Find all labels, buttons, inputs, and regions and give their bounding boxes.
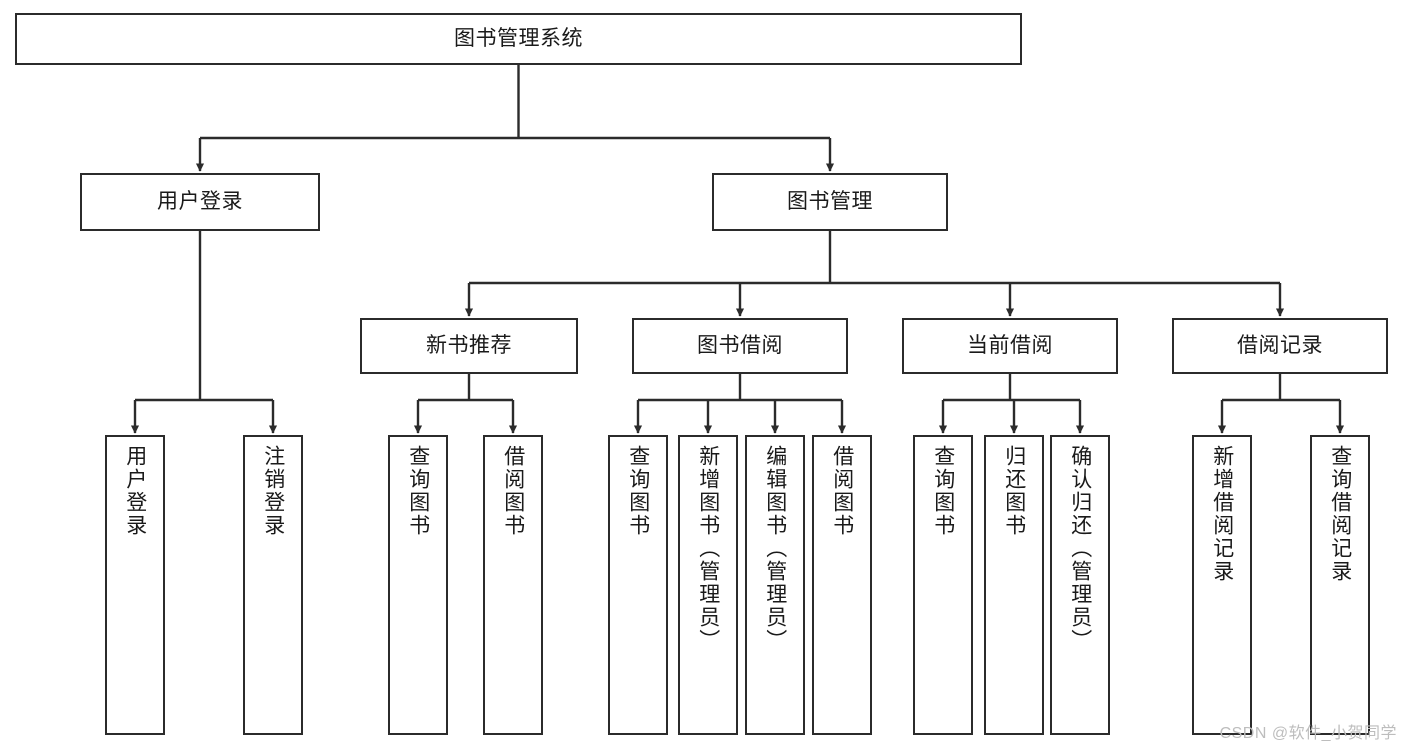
node-label-leaf-add-borrow-record: 新增借阅记录 [1210, 445, 1234, 583]
node-leaf-query-book-2[interactable]: 查询图书 [608, 435, 668, 735]
node-book-manage[interactable]: 图书管理 [712, 173, 948, 231]
node-label-leaf-logout: 注销登录 [261, 445, 285, 537]
node-label-leaf-query-borrow-record: 查询借阅记录 [1328, 445, 1352, 583]
node-label-root: 图书管理系统 [454, 26, 583, 50]
node-leaf-query-book-3[interactable]: 查询图书 [913, 435, 973, 735]
node-book-borrow[interactable]: 图书借阅 [632, 318, 848, 374]
node-leaf-query-borrow-record[interactable]: 查询借阅记录 [1310, 435, 1370, 735]
node-label-book-borrow: 图书借阅 [697, 333, 783, 357]
edge-group [130, 65, 1345, 434]
node-label-leaf-query-book-2: 查询图书 [626, 445, 650, 537]
node-leaf-add-borrow-record[interactable]: 新增借阅记录 [1192, 435, 1252, 735]
node-label-leaf-query-book-3: 查询图书 [931, 445, 955, 537]
node-new-book-recommend[interactable]: 新书推荐 [360, 318, 578, 374]
node-label-borrow-record: 借阅记录 [1237, 333, 1323, 357]
node-label-leaf-add-book: 新增图书（管理员） [696, 445, 720, 652]
node-borrow-record[interactable]: 借阅记录 [1172, 318, 1388, 374]
node-label-leaf-return-book: 归还图书 [1002, 445, 1026, 537]
node-current-borrow[interactable]: 当前借阅 [902, 318, 1118, 374]
node-label-current-borrow: 当前借阅 [967, 333, 1053, 357]
watermark: CSDN @软件_小贺同学 [1219, 725, 1397, 742]
node-leaf-user-login[interactable]: 用户登录 [105, 435, 165, 735]
node-root[interactable]: 图书管理系统 [15, 13, 1022, 65]
node-leaf-query-book-1[interactable]: 查询图书 [388, 435, 448, 735]
node-label-leaf-borrow-book-2: 借阅图书 [830, 445, 854, 537]
node-label-leaf-confirm-return: 确认归还（管理员） [1068, 445, 1092, 652]
node-leaf-return-book[interactable]: 归还图书 [984, 435, 1044, 735]
node-label-leaf-user-login: 用户登录 [123, 445, 147, 537]
node-label-user-login: 用户登录 [157, 189, 243, 213]
node-label-book-manage: 图书管理 [787, 189, 873, 213]
node-leaf-borrow-book-2[interactable]: 借阅图书 [812, 435, 872, 735]
node-leaf-edit-book[interactable]: 编辑图书（管理员） [745, 435, 805, 735]
node-label-leaf-edit-book: 编辑图书（管理员） [763, 445, 787, 652]
node-leaf-confirm-return[interactable]: 确认归还（管理员） [1050, 435, 1110, 735]
node-leaf-add-book[interactable]: 新增图书（管理员） [678, 435, 738, 735]
node-label-leaf-query-book-1: 查询图书 [406, 445, 430, 537]
node-leaf-borrow-book-1[interactable]: 借阅图书 [483, 435, 543, 735]
node-user-login[interactable]: 用户登录 [80, 173, 320, 231]
node-label-leaf-borrow-book-1: 借阅图书 [501, 445, 525, 537]
node-leaf-logout[interactable]: 注销登录 [243, 435, 303, 735]
node-label-new-book-recommend: 新书推荐 [426, 333, 512, 357]
